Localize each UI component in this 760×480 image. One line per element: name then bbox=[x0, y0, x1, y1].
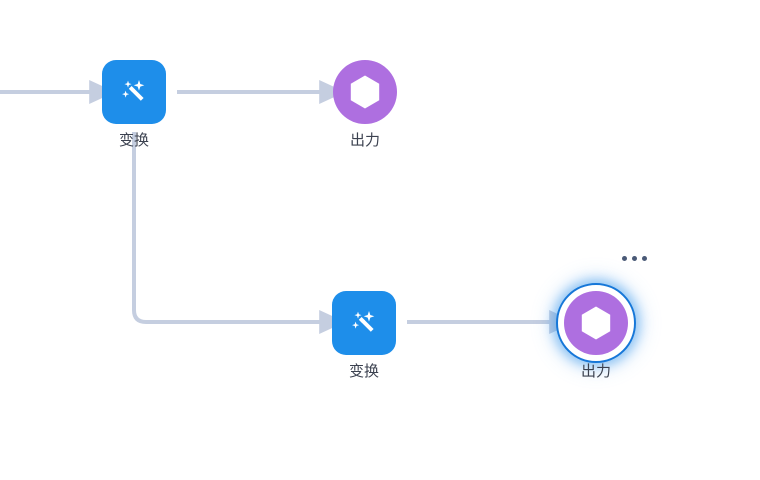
node-transform-2[interactable]: 变换 bbox=[332, 291, 396, 380]
hexagon-icon bbox=[348, 74, 382, 110]
menu-dot bbox=[642, 256, 647, 261]
hexagon-icon bbox=[579, 305, 613, 341]
node-output-2[interactable]: 出力 bbox=[556, 283, 636, 380]
menu-dot bbox=[622, 256, 627, 261]
node-label: 变换 bbox=[118, 131, 149, 149]
edge-transform1-transform2[interactable] bbox=[132, 132, 346, 334]
node-label: 出力 bbox=[349, 131, 380, 149]
node-label: 变换 bbox=[348, 362, 379, 380]
node-output-1[interactable]: 出力 bbox=[333, 60, 397, 149]
node-body[interactable] bbox=[333, 60, 397, 124]
menu-dot bbox=[632, 256, 637, 261]
node-transform-1[interactable]: 变换 bbox=[102, 60, 166, 149]
node-body[interactable] bbox=[102, 60, 166, 124]
magic-wand-icon bbox=[347, 306, 381, 340]
node-label: 出力 bbox=[580, 362, 611, 380]
more-options-button[interactable] bbox=[618, 252, 651, 265]
node-body[interactable] bbox=[564, 291, 628, 355]
magic-wand-icon bbox=[117, 75, 151, 109]
node-body[interactable] bbox=[332, 291, 396, 355]
